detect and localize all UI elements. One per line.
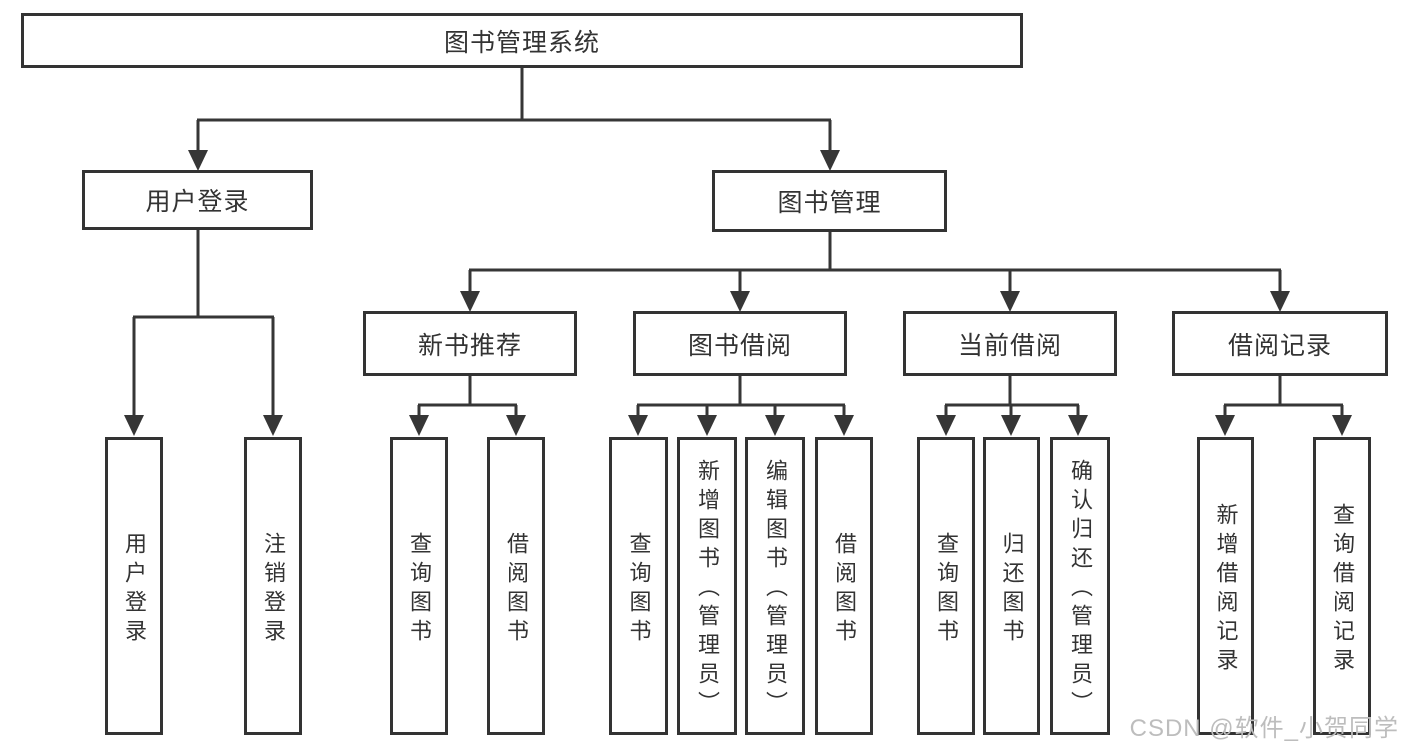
leaf-borrowing-query-book: 查询图书 <box>609 437 668 735</box>
leaf-current-query-book: 查询图书 <box>917 437 975 735</box>
leaf-logout-label: 注销登录 <box>261 531 286 648</box>
leaf-edit-book-admin: 编辑图书（管理员） <box>745 437 805 735</box>
node-borrowing-records: 借阅记录 <box>1172 311 1388 376</box>
leaf-edit-book-admin-label: 编辑图书（管理员） <box>763 459 788 720</box>
leaf-user-login-label: 用户登录 <box>122 531 147 648</box>
node-book-borrowing: 图书借阅 <box>633 311 847 376</box>
node-book-borrowing-label: 图书借阅 <box>687 331 792 360</box>
node-new-book-recommend: 新书推荐 <box>363 311 577 376</box>
node-borrowing-records-label: 借阅记录 <box>1227 331 1332 360</box>
leaf-borrow-book-label: 借阅图书 <box>832 531 857 648</box>
leaf-add-borrow-record: 新增借阅记录 <box>1197 437 1254 735</box>
leaf-return-book-label: 归还图书 <box>999 531 1025 648</box>
node-root-system-label: 图书管理系统 <box>443 28 600 57</box>
node-current-borrowing: 当前借阅 <box>903 311 1117 376</box>
leaf-current-query-book-label: 查询图书 <box>934 531 959 648</box>
leaf-query-borrow-record: 查询借阅记录 <box>1313 437 1371 735</box>
leaf-recommend-query-book-label: 查询图书 <box>407 531 432 648</box>
node-user-login-label: 用户登录 <box>145 188 250 216</box>
leaf-logout: 注销登录 <box>244 437 302 735</box>
leaf-recommend-query-book: 查询图书 <box>390 437 448 735</box>
csdn-watermark: CSDN @软件_小贺同学 <box>1129 715 1399 742</box>
node-new-book-recommend-label: 新书推荐 <box>417 331 522 360</box>
leaf-return-book: 归还图书 <box>983 437 1040 735</box>
leaf-confirm-return-admin-label: 确认归还（管理员） <box>1068 459 1093 720</box>
leaf-query-borrow-record-label: 查询借阅记录 <box>1330 502 1355 677</box>
leaf-user-login: 用户登录 <box>105 437 163 735</box>
leaf-add-book-admin-label: 新增图书（管理员） <box>695 459 720 720</box>
leaf-confirm-return-admin: 确认归还（管理员） <box>1050 437 1110 735</box>
node-root-system: 图书管理系统 <box>21 13 1023 68</box>
node-current-borrowing-label: 当前借阅 <box>957 331 1062 360</box>
leaf-add-borrow-record-label: 新增借阅记录 <box>1213 502 1239 677</box>
node-book-management: 图书管理 <box>712 170 947 232</box>
leaf-add-book-admin: 新增图书（管理员） <box>677 437 737 735</box>
leaf-recommend-borrow-book: 借阅图书 <box>487 437 545 735</box>
leaf-borrowing-query-book-label: 查询图书 <box>626 531 652 648</box>
leaf-borrow-book: 借阅图书 <box>815 437 873 735</box>
node-user-login: 用户登录 <box>82 170 313 230</box>
node-book-management-label: 图书管理 <box>777 189 882 217</box>
leaf-recommend-borrow-book-label: 借阅图书 <box>504 531 529 648</box>
